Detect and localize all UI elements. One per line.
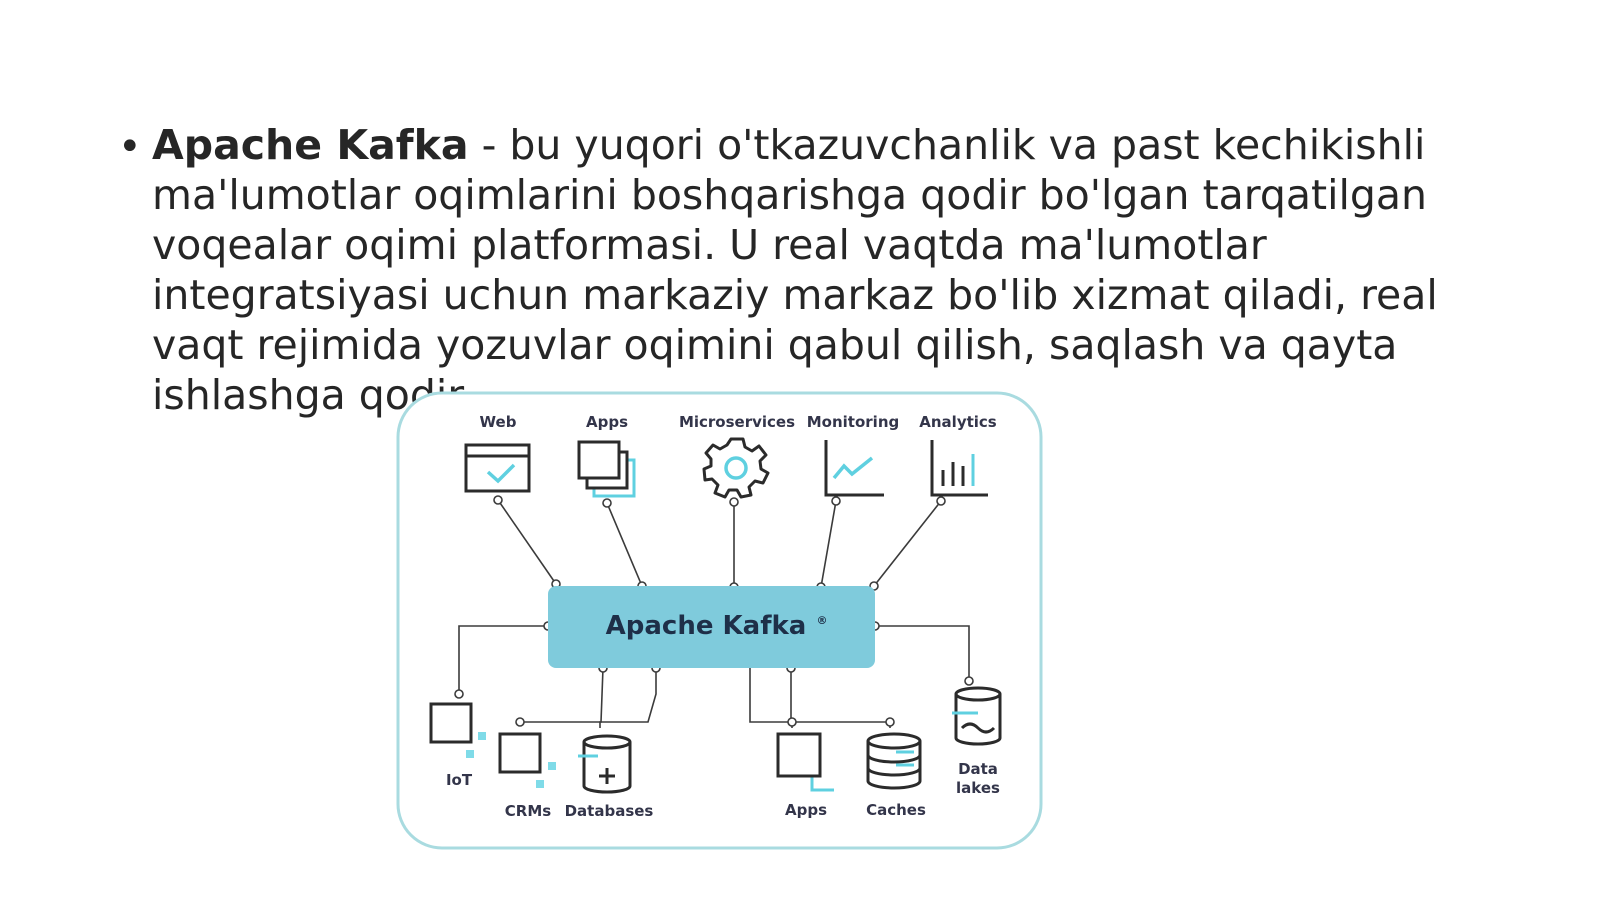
bullet-title: Apache Kafka — [152, 121, 469, 169]
data-lakes-line-1: Data — [958, 760, 998, 778]
bullet-paragraph: Apache Kafka - bu yuqori o'tkazuvchanlik… — [152, 120, 1482, 420]
database-add-icon — [578, 734, 632, 794]
apps-stack-icon — [577, 440, 636, 498]
node-label-web: Web — [480, 413, 517, 431]
node-label-crms: CRMs — [505, 802, 551, 820]
node-label-caches: Caches — [866, 801, 926, 819]
kafka-hub — [548, 586, 875, 668]
bullet-dot: • — [118, 124, 142, 170]
node-label-apps-top: Apps — [586, 413, 628, 431]
node-label-microservices: Microservices — [679, 413, 795, 431]
cache-stack-icon — [866, 732, 922, 790]
bar-chart-icon — [930, 440, 988, 497]
node-label-apps-bottom: Apps — [785, 801, 827, 819]
registered-mark: ® — [817, 614, 828, 627]
data-lakes-line-2: lakes — [956, 779, 1000, 797]
kafka-hub-label: Apache Kafka — [606, 611, 807, 641]
node-label-monitoring: Monitoring — [807, 413, 899, 431]
app-window-icon — [776, 732, 834, 792]
node-label-analytics: Analytics — [919, 413, 997, 431]
bullet-body: - bu yuqori o'tkazuvchanlik va past kech… — [152, 121, 1438, 419]
browser-icon — [464, 443, 531, 493]
gear-icon — [702, 437, 770, 499]
node-label-databases: Databases — [565, 802, 654, 820]
data-lake-icon — [952, 686, 1002, 746]
crm-icon — [498, 732, 556, 788]
line-chart-icon — [824, 440, 884, 497]
node-label-iot: IoT — [446, 771, 473, 789]
iot-device-icon — [429, 702, 486, 758]
